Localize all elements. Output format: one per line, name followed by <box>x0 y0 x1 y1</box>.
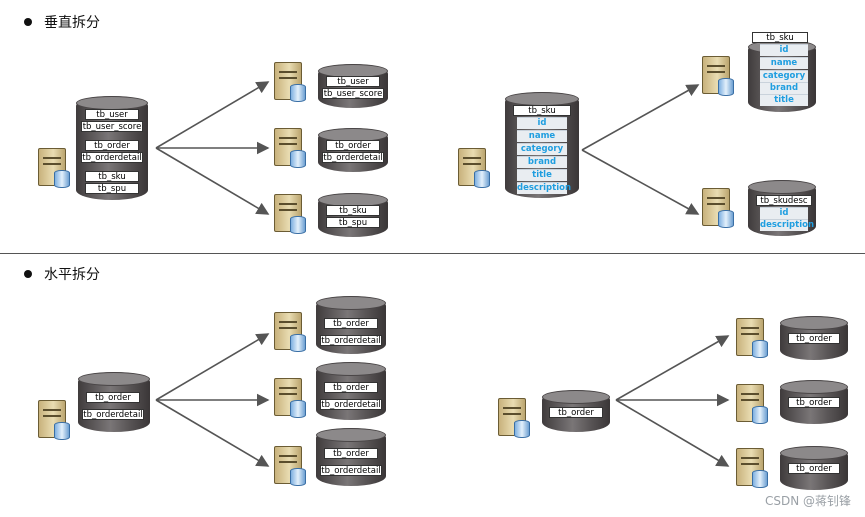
server-icon <box>702 188 736 228</box>
server-icon <box>702 56 736 96</box>
field-label: name <box>760 57 808 69</box>
server-icon <box>736 318 770 358</box>
server-icon <box>274 62 308 102</box>
table-label: tb_orderdetail <box>81 152 143 163</box>
arrow-line <box>155 399 270 467</box>
server-icon <box>274 194 308 234</box>
server-icon <box>498 398 532 438</box>
table-label: tb_orderdetail <box>82 409 144 420</box>
server-icon <box>274 312 308 352</box>
arrow-line <box>615 335 730 401</box>
field-label: id <box>517 117 567 129</box>
target-database <box>780 446 848 490</box>
server-icon <box>38 400 72 440</box>
table-label: tb_order <box>324 382 378 393</box>
horizontal-split-heading: 水平拆分 <box>24 264 100 284</box>
field-label: title <box>517 169 567 181</box>
bullet-icon <box>24 18 32 26</box>
field-label: name <box>517 130 567 142</box>
field-label: id <box>760 44 808 56</box>
arrow-line <box>155 81 270 149</box>
table-label: tb_order <box>86 392 140 403</box>
horizontal-split-title: 水平拆分 <box>44 267 100 283</box>
server-icon <box>38 148 72 188</box>
table-label: tb_order <box>788 397 840 408</box>
table-label: tb_sku <box>326 205 380 216</box>
field-label: id <box>760 207 808 219</box>
table-label: tb_orderdetail <box>322 152 384 163</box>
table-label: tb_order <box>788 333 840 344</box>
field-label: category <box>760 70 808 82</box>
table-label: tb_user <box>85 109 139 120</box>
arrow-line <box>615 399 730 467</box>
server-icon <box>274 378 308 418</box>
vertical-split-title: 垂直拆分 <box>44 15 100 31</box>
table-label: tb_orderdetail <box>320 399 382 410</box>
table-label: tb_order <box>788 463 840 474</box>
field-label: description <box>760 219 815 231</box>
table-label: tb_spu <box>326 217 380 228</box>
server-icon <box>458 148 492 188</box>
table-label: tb_skudesc <box>756 195 812 206</box>
table-label: tb_order <box>85 140 139 151</box>
arrow-line <box>581 84 700 151</box>
server-icon <box>736 384 770 424</box>
table-label: tb_user_score <box>81 121 143 132</box>
server-icon <box>274 128 308 168</box>
table-label: tb_sku <box>85 171 139 182</box>
vertical-split-heading: 垂直拆分 <box>24 12 100 32</box>
arrow-line <box>155 333 270 401</box>
table-label: tb_orderdetail <box>320 465 382 476</box>
table-label: tb_user <box>326 76 380 87</box>
section-divider <box>0 253 865 254</box>
table-label: tb_order <box>324 318 378 329</box>
field-label: title <box>760 94 808 106</box>
table-label: tb_user_score <box>322 88 384 99</box>
field-label: description <box>517 182 572 194</box>
field-label: category <box>517 143 567 155</box>
table-label: tb_sku <box>752 32 808 43</box>
arrow-line <box>155 147 270 215</box>
server-icon <box>736 448 770 488</box>
table-label: tb_orderdetail <box>320 335 382 346</box>
server-icon <box>274 446 308 486</box>
watermark: CSDN @蒋钊锋 <box>764 494 851 508</box>
arrow-line <box>581 149 700 215</box>
field-label: brand <box>760 82 808 94</box>
table-label: tb_sku <box>513 105 571 116</box>
table-label: tb_order <box>326 140 380 151</box>
field-label: brand <box>517 156 567 168</box>
table-label: tb_spu <box>85 183 139 194</box>
table-label: tb_order <box>324 448 378 459</box>
bullet-icon <box>24 270 32 278</box>
table-label: tb_order <box>549 407 603 418</box>
